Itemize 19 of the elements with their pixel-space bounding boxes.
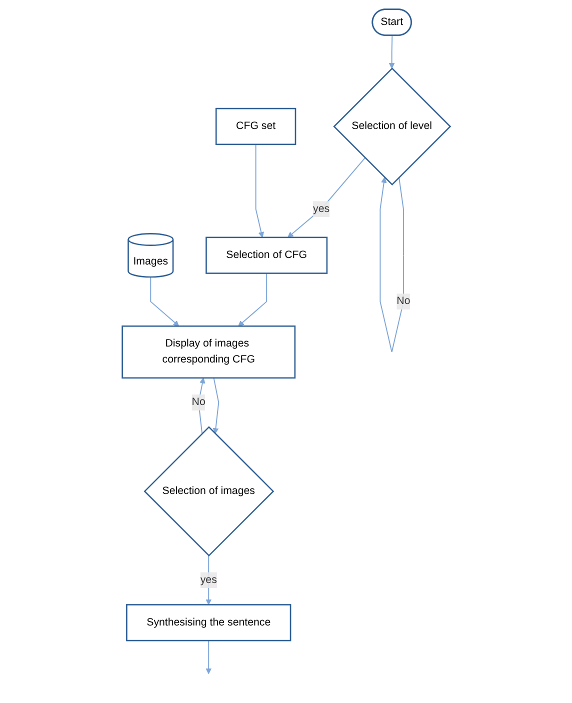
edge-label: No — [192, 396, 206, 408]
arrow — [212, 377, 219, 434]
edge-label: yes — [200, 574, 217, 586]
node-box: Selection of CFG — [205, 236, 328, 274]
arrow — [150, 276, 179, 326]
arrow — [388, 35, 394, 69]
arrow — [238, 272, 267, 326]
node-diamond: Selection of images — [143, 426, 274, 557]
edge-label: No — [396, 296, 410, 307]
node-box: Synthesising the sentence — [126, 604, 291, 642]
arrow — [379, 176, 404, 352]
edge-label: yes — [312, 203, 330, 214]
node-box: CFG set — [215, 108, 296, 146]
arrow — [205, 555, 212, 605]
arrow — [205, 640, 212, 674]
node-box: Display of images corresponding CFG — [121, 325, 296, 379]
arrow — [255, 144, 264, 238]
node-diamond: Selection of level — [332, 67, 451, 186]
arrow — [287, 157, 366, 238]
